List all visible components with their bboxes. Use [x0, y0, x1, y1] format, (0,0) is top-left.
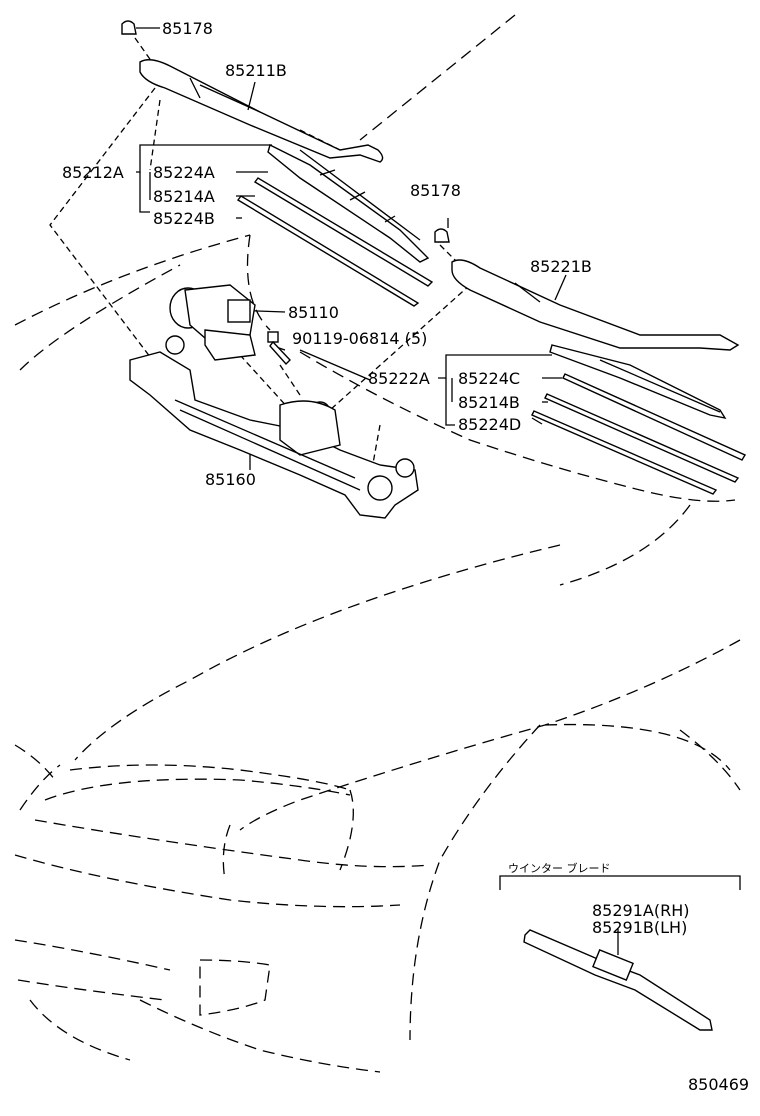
winter-blade-inset: [499, 875, 741, 1031]
label-85221B: 85221B: [530, 257, 592, 276]
wiper-linkage-85160: [129, 335, 419, 519]
wiper-blade-85212A: [236, 143, 434, 307]
label-85214B: 85214B: [458, 393, 520, 412]
diagram-id: 850469: [688, 1075, 749, 1094]
leader-lines: [49, 37, 471, 481]
label-85160: 85160: [205, 470, 256, 489]
bolt-90119: [267, 331, 291, 366]
label-85178-right: 85178: [410, 181, 461, 200]
label-85291A: 85291A(RH): [592, 901, 689, 920]
wiper-motor-85110: [169, 284, 256, 361]
cap-85178-right: [434, 228, 450, 243]
label-85214A: 85214A: [153, 187, 215, 206]
label-85222A: 85222A: [368, 369, 430, 388]
label-85211B: 85211B: [225, 61, 287, 80]
wiper-arm-85221B: [451, 259, 740, 351]
label-90119: 90119-06814 (5): [292, 329, 427, 348]
label-85224D: 85224D: [458, 415, 521, 434]
wiper-blade-85222A: [531, 344, 747, 495]
wiper-arm-85211B: [139, 59, 384, 163]
part-labels: 85178 85211B 85212A 85224A 85214A 85224B…: [62, 19, 749, 1094]
label-85224B: 85224B: [153, 209, 215, 228]
label-85291B: 85291B(LH): [592, 918, 687, 937]
car-body-outline: [14, 14, 741, 1073]
label-85224C: 85224C: [458, 369, 520, 388]
label-85212A: 85212A: [62, 163, 124, 182]
label-85178-top: 85178: [162, 19, 213, 38]
label-85224A: 85224A: [153, 163, 215, 182]
winter-blade-heading: ウインター ブレード: [508, 861, 611, 875]
label-leaders: [136, 27, 567, 426]
cap-85178-top: [121, 20, 137, 35]
label-85110: 85110: [288, 303, 339, 322]
